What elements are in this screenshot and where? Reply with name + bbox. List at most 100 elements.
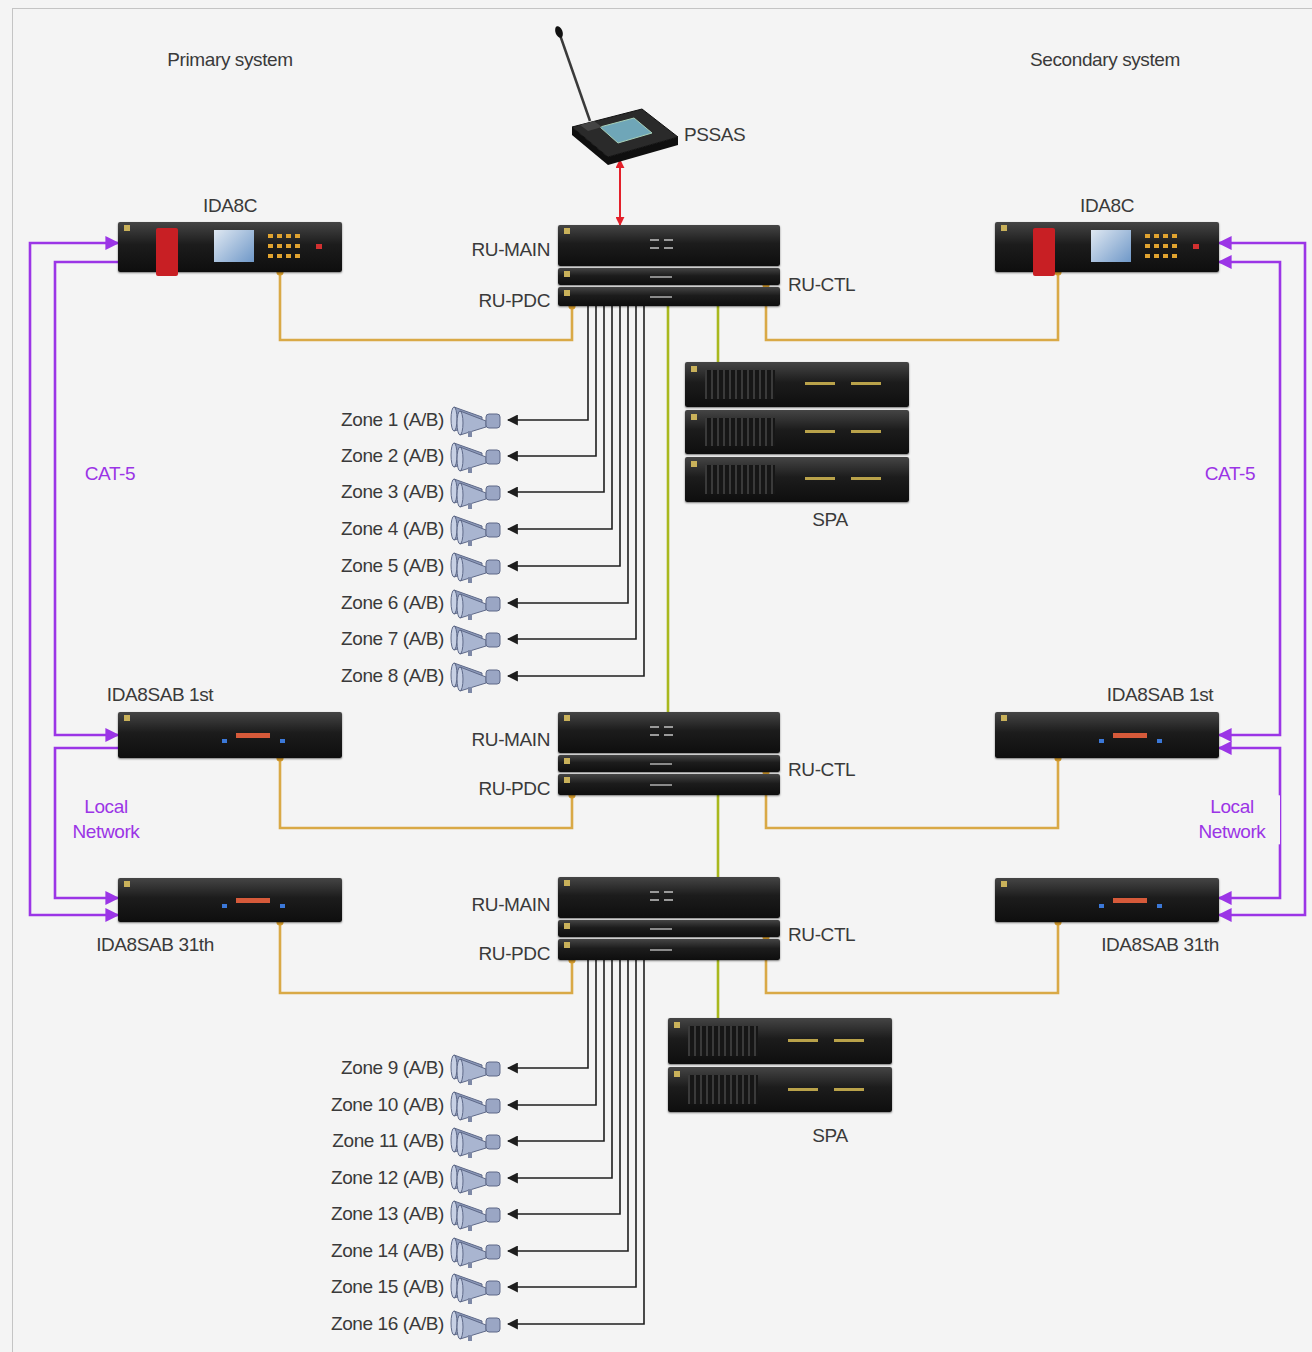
device-label: SPA xyxy=(812,1125,847,1147)
brand-mark xyxy=(691,461,697,467)
rack-unit: RU-CTL xyxy=(558,920,780,937)
status-led xyxy=(280,904,285,908)
speaker-zone: Zone 13 (A/B) xyxy=(452,1197,508,1231)
horn-speaker xyxy=(460,520,486,544)
speaker-zone: Zone 15 (A/B) xyxy=(452,1270,508,1304)
meter-strip xyxy=(805,430,835,433)
satellite-unit: IDA8SAB 31th xyxy=(995,878,1219,922)
horn-driver xyxy=(486,523,500,537)
horn-mouth xyxy=(451,1238,457,1262)
horn-mouth xyxy=(451,626,457,650)
brand-mark xyxy=(691,366,697,372)
horn-speaker-icon xyxy=(452,475,508,509)
horn-mouth xyxy=(457,483,463,507)
horn-speaker-icon xyxy=(452,549,508,583)
horn-mouth xyxy=(451,553,457,577)
brand-mark xyxy=(124,881,130,887)
horn-driver xyxy=(486,1208,500,1222)
horn-mouth xyxy=(451,479,457,503)
horn-speaker xyxy=(460,594,486,618)
console-body xyxy=(572,109,678,157)
amplifier-stack: SPA xyxy=(685,362,909,502)
indicator-led xyxy=(316,244,322,249)
horn-driver xyxy=(486,633,500,647)
horn-driver xyxy=(486,450,500,464)
device-label: RU-CTL xyxy=(788,274,855,296)
horn-bracket xyxy=(468,467,472,473)
meter-strip xyxy=(805,382,835,385)
brand-mark xyxy=(564,271,570,277)
status-strip xyxy=(1113,898,1147,903)
indicator-led xyxy=(1193,244,1199,249)
cable-label: Local Network xyxy=(1184,795,1280,844)
horn-bracket xyxy=(468,577,472,583)
brand-mark xyxy=(124,225,130,231)
indicator-led xyxy=(268,244,273,248)
device-label: IDA8SAB 1st xyxy=(1107,684,1213,706)
signal-cable xyxy=(766,922,1058,993)
horn-mouth xyxy=(457,557,463,581)
horn-speaker-icon xyxy=(452,1161,508,1195)
vent-grille xyxy=(705,465,775,494)
status-led xyxy=(1157,739,1162,743)
device-label: IDA8C xyxy=(203,195,257,217)
alarm-button xyxy=(156,228,178,276)
display-screen xyxy=(1091,230,1131,262)
paging-console-icon xyxy=(550,25,680,160)
horn-mouth xyxy=(451,1055,457,1079)
horn-speaker xyxy=(460,1315,486,1339)
horn-bracket xyxy=(468,1262,472,1268)
indicator-led xyxy=(277,234,282,238)
speaker-zone: Zone 8 (A/B) xyxy=(452,659,508,693)
horn-driver xyxy=(486,486,500,500)
horn-mouth xyxy=(457,1205,463,1229)
horn-bracket xyxy=(468,1225,472,1231)
speaker-line xyxy=(508,306,644,676)
device-label: IDA8SAB 31th xyxy=(96,934,214,956)
microphone-base xyxy=(580,121,602,131)
indicator-led xyxy=(1163,244,1168,248)
panel-mark xyxy=(650,296,672,298)
speaker-line xyxy=(508,960,620,1214)
zone-label: Zone 9 (A/B) xyxy=(341,1057,444,1079)
brand-mark xyxy=(124,715,130,721)
brand-mark xyxy=(564,715,570,721)
zone-label: Zone 8 (A/B) xyxy=(341,665,444,687)
horn-mouth xyxy=(457,1132,463,1156)
status-led xyxy=(222,739,227,743)
signal-cable xyxy=(280,758,572,828)
horn-driver xyxy=(486,1318,500,1332)
cable-label: CAT-5 xyxy=(73,462,147,487)
brand-mark xyxy=(674,1071,680,1077)
horn-speaker-icon xyxy=(452,439,508,473)
horn-speaker xyxy=(460,1169,486,1193)
brand-mark xyxy=(564,290,570,296)
brand-mark xyxy=(564,942,570,948)
rack-unit: RU-MAIN xyxy=(558,712,780,753)
amplifier-unit xyxy=(668,1067,892,1113)
amplifier-unit xyxy=(685,410,909,455)
horn-driver xyxy=(486,1062,500,1076)
horn-speaker xyxy=(460,1205,486,1229)
amplifier-unit xyxy=(668,1018,892,1064)
status-led xyxy=(222,904,227,908)
status-led xyxy=(1099,739,1104,743)
speaker-zone: Zone 3 (A/B) xyxy=(452,475,508,509)
horn-mouth xyxy=(451,1165,457,1189)
zone-label: Zone 15 (A/B) xyxy=(331,1276,444,1298)
horn-driver xyxy=(486,1135,500,1149)
panel-mark xyxy=(650,247,659,249)
horn-speaker-icon xyxy=(452,586,508,620)
meter-strip xyxy=(788,1039,818,1042)
status-led xyxy=(280,739,285,743)
indicator-led xyxy=(1145,234,1150,238)
device-label: IDA8C xyxy=(1080,195,1134,217)
panel-mark xyxy=(664,899,673,901)
brand-mark xyxy=(564,228,570,234)
meter-strip xyxy=(851,430,881,433)
horn-bracket xyxy=(468,1152,472,1158)
rack-unit: RU-CTL xyxy=(558,268,780,285)
horn-speaker-icon xyxy=(452,512,508,546)
meter-strip xyxy=(805,477,835,480)
speaker-zone: Zone 10 (A/B) xyxy=(452,1088,508,1122)
